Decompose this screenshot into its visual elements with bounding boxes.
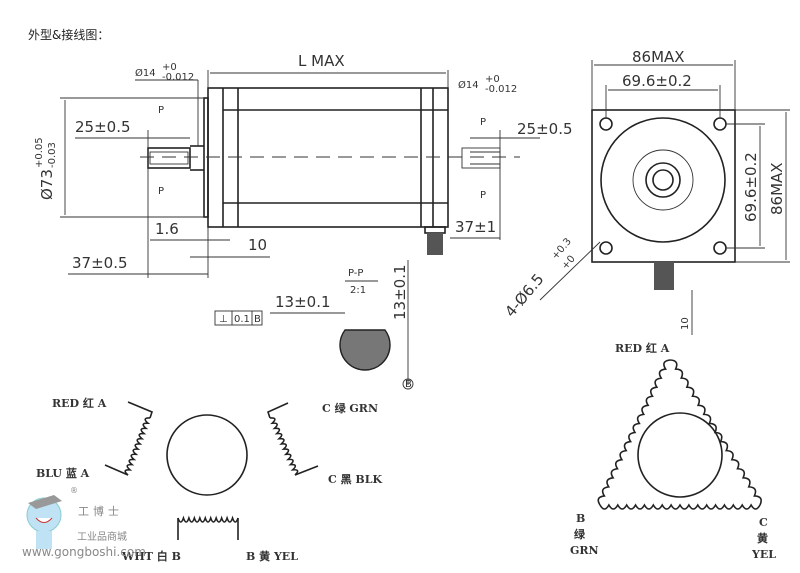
- svg-text:-0.012: -0.012: [162, 72, 194, 83]
- front-shaft: [147, 147, 191, 169]
- svg-text:P-P: P-P: [348, 268, 363, 279]
- page-title: 外型&接线图：: [28, 28, 110, 42]
- svg-text:P: P: [158, 105, 164, 116]
- tolerance-frame: [214, 310, 263, 326]
- coil-b: [177, 515, 239, 523]
- svg-text:C 绿 GRN: C 绿 GRN: [322, 401, 378, 415]
- svg-text:Ø73: Ø73: [38, 169, 56, 200]
- svg-text:+0: +0: [162, 62, 177, 73]
- lead-wire: [104, 464, 129, 476]
- svg-text:10: 10: [680, 317, 691, 330]
- svg-text:P: P: [480, 190, 486, 201]
- svg-text:YEL: YEL: [751, 548, 776, 561]
- lead-wire: [267, 402, 289, 419]
- section-pp: P-P 2:1 13±0.1 13±0.1 ⊥ 0.1 B B: [214, 260, 414, 390]
- svg-text:37±1: 37±1: [455, 218, 496, 236]
- svg-text:绿: 绿: [574, 527, 586, 541]
- svg-text:P: P: [480, 117, 486, 128]
- svg-text:C: C: [759, 516, 768, 529]
- svg-text:⊥: ⊥: [219, 314, 228, 325]
- mascot-icon: [26, 495, 62, 549]
- svg-text:0.1: 0.1: [234, 314, 250, 325]
- svg-text:10: 10: [248, 236, 267, 254]
- svg-text:69.6±0.2: 69.6±0.2: [622, 72, 692, 90]
- svg-text:Ø14: Ø14: [135, 67, 156, 79]
- wiring-diagram-delta: RED 红 A B 绿 GRN C 黄 YEL: [570, 341, 776, 561]
- cable-connector: [427, 233, 443, 255]
- lead-wire: [127, 401, 153, 419]
- svg-text:B: B: [254, 314, 261, 325]
- svg-text:Ø14: Ø14: [458, 79, 479, 91]
- svg-text:B: B: [405, 379, 412, 390]
- svg-text:RED 红 A: RED 红 A: [615, 341, 670, 355]
- svg-text:13±0.1: 13±0.1: [275, 293, 331, 311]
- coil-c: [269, 417, 299, 476]
- coil-delta-left: [597, 359, 671, 506]
- svg-text:WHT 白 B: WHT 白 B: [121, 549, 181, 563]
- svg-text:+0.05: +0.05: [34, 137, 45, 168]
- wiring-diagram-6-lead: RED 红 A BLU 蓝 A C 绿 GRN C 黑 BLK WHT 白 B …: [36, 396, 382, 563]
- lead-wire: [294, 465, 319, 476]
- svg-text:GRN: GRN: [570, 544, 599, 557]
- coil-delta-bottom: [599, 503, 761, 510]
- svg-text:-0.012: -0.012: [485, 84, 517, 95]
- svg-text:86MAX: 86MAX: [632, 48, 685, 66]
- svg-text:+0: +0: [485, 74, 500, 85]
- side-view: L MAX Ø14 +0 -0.012 Ø14 +0 -0.012 25±0.5…: [34, 52, 573, 278]
- coil-delta-right: [669, 359, 762, 506]
- coil-a: [124, 417, 151, 476]
- svg-text:4-Ø6.5: 4-Ø6.5: [501, 270, 547, 320]
- rear-shaft: [461, 147, 501, 169]
- svg-text:13±0.1: 13±0.1: [391, 264, 409, 320]
- svg-text:P: P: [158, 186, 164, 197]
- front-view: 86MAX 69.6±0.2 69.6±0.2 86MAX 4-Ø6.5 +0.…: [501, 48, 790, 335]
- svg-text:RED 红 A: RED 红 A: [52, 396, 107, 410]
- svg-text:86MAX: 86MAX: [768, 162, 786, 215]
- svg-text:2:1: 2:1: [350, 285, 366, 296]
- svg-text:25±0.5: 25±0.5: [75, 118, 131, 136]
- svg-text:BLU 蓝 A: BLU 蓝 A: [36, 466, 90, 480]
- svg-text:1.6: 1.6: [155, 220, 179, 238]
- svg-text:C 黑 BLK: C 黑 BLK: [328, 473, 382, 486]
- svg-text:B: B: [576, 512, 585, 525]
- svg-text:L MAX: L MAX: [298, 52, 345, 70]
- svg-text:B 黄 YEL: B 黄 YEL: [246, 549, 298, 563]
- svg-text:69.6±0.2: 69.6±0.2: [742, 152, 760, 222]
- svg-text:37±0.5: 37±0.5: [72, 254, 128, 272]
- svg-text:-0.03: -0.03: [47, 142, 58, 168]
- svg-text:25±0.5: 25±0.5: [517, 120, 573, 138]
- svg-text:黄: 黄: [757, 531, 768, 545]
